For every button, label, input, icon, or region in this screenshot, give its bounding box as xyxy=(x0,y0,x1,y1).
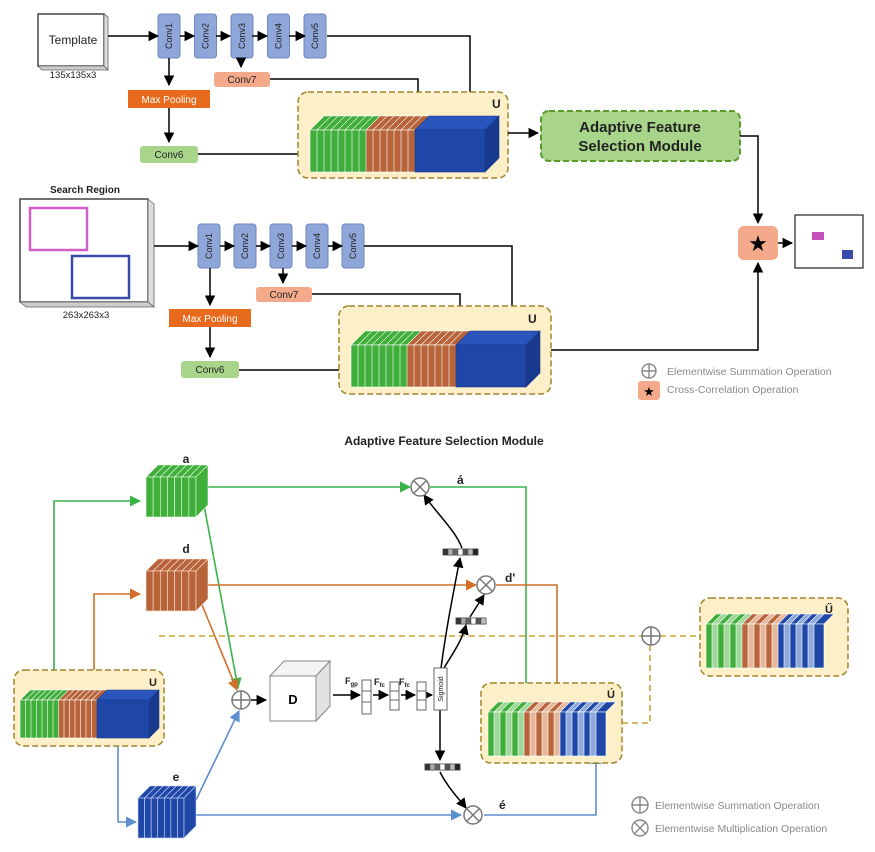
label-d: d xyxy=(182,542,189,556)
afs-u-prime-label: Ú xyxy=(607,688,615,701)
feature-a-cube xyxy=(145,464,209,518)
t-conv5-box: Conv5 xyxy=(303,13,327,59)
label-e: e xyxy=(173,770,180,784)
t-conv4-box: Conv4 xyxy=(267,13,290,59)
sigmoid-label: Sigmoid xyxy=(438,676,445,701)
ffc1-label: Ffc xyxy=(374,677,385,689)
afs-line1: Adaptive Feature xyxy=(579,119,701,136)
s-conv4-box: Conv4 xyxy=(305,223,329,269)
afs-u-dprime-stack xyxy=(705,613,835,669)
top-legend-sum: Elementwise Summation Operation xyxy=(667,366,832,378)
s-conv2-box: Conv2 xyxy=(233,223,257,269)
t-maxpool-box xyxy=(128,90,210,108)
t-conv1-box: Conv1 xyxy=(157,13,181,59)
ffc1-bar xyxy=(389,681,400,711)
afs-u-prime-stack xyxy=(487,701,617,757)
afs-u-dprime-label: Ű xyxy=(825,603,833,616)
t-u-label: U xyxy=(492,97,501,111)
afs-connections xyxy=(53,481,701,828)
search-title: Search Region xyxy=(50,185,120,196)
s-conv3-box: Conv3 xyxy=(269,223,293,269)
afs-title: Adaptive Feature Selection Module xyxy=(344,434,544,448)
search-size: 263x263x3 xyxy=(63,310,109,321)
s-conv5-box: Conv5 xyxy=(341,223,365,269)
s-conv2-label: Conv2 xyxy=(240,233,250,259)
s-conv1-label: Conv1 xyxy=(204,233,214,259)
afs-u-label: U xyxy=(149,677,157,689)
sum-node xyxy=(231,690,251,710)
bottom-legend-sum: Elementwise Summation Operation xyxy=(655,800,820,812)
s-conv1-box: Conv1 xyxy=(197,223,221,269)
s-u-feature-stack xyxy=(350,330,541,388)
s-conv5-label: Conv5 xyxy=(348,233,358,259)
mult-node-e xyxy=(463,805,483,825)
t-conv6-label: Conv6 xyxy=(155,150,184,161)
t-maxpool-label: Max Pooling xyxy=(141,95,196,106)
afs-module-box: Adaptive Feature Selection Module xyxy=(540,110,741,162)
s-conv6-box xyxy=(181,361,239,378)
feature-d-cube xyxy=(145,558,209,612)
t-conv7-box xyxy=(214,72,270,87)
d-label: D xyxy=(288,692,297,707)
bottom-legend-mult: Elementwise Multiplication Operation xyxy=(655,823,827,835)
bottom-legend: Elementwise Summation Operation Elementw… xyxy=(631,796,827,837)
s-maxpool-label: Max Pooling xyxy=(182,314,237,325)
svg-text:★: ★ xyxy=(643,384,655,399)
top-legend-xcorr: Cross-Correlation Operation xyxy=(667,384,798,396)
t-conv6-box xyxy=(140,146,198,163)
s-conv7-box xyxy=(256,287,312,302)
template-label: Template xyxy=(49,33,98,47)
s-conv3-label: Conv3 xyxy=(276,233,286,259)
t-conv2-label: Conv2 xyxy=(201,23,211,49)
ffc2-bar xyxy=(416,681,427,711)
label-d-prime: d' xyxy=(505,571,515,585)
svg-text:★: ★ xyxy=(748,231,768,256)
afs-line2: Selection Module xyxy=(578,138,701,155)
weight-vector-e xyxy=(424,763,461,771)
d-cube: D xyxy=(268,659,332,723)
t-conv5-label: Conv5 xyxy=(310,23,320,49)
label-e-prime: é xyxy=(499,798,506,812)
template-size: 135x135x3 xyxy=(50,70,96,81)
weight-vector-a xyxy=(442,548,479,556)
t-conv3-box: Conv3 xyxy=(230,13,254,59)
t-conv7-label: Conv7 xyxy=(228,75,257,86)
s-conv6-label: Conv6 xyxy=(196,365,225,376)
output-response-map xyxy=(794,214,864,269)
label-a-prime: á xyxy=(457,473,464,487)
label-a: a xyxy=(183,452,190,466)
sum-node-right xyxy=(641,626,661,646)
cross-correlation-node: ★ xyxy=(738,226,778,260)
sigmoid-block: Sigmoid xyxy=(433,667,448,711)
t-conv2-box: Conv2 xyxy=(194,13,217,59)
mult-node-d xyxy=(476,575,496,595)
ffc2-label: Ffc xyxy=(399,677,410,689)
fgp-bar xyxy=(361,679,372,715)
top-legend: Elementwise Summation Operation ★ Cross-… xyxy=(638,363,832,400)
feature-e-cube xyxy=(137,785,197,839)
t-u-feature-stack xyxy=(309,115,500,173)
t-conv1-label: Conv1 xyxy=(164,23,174,49)
afs-u-feature-stack xyxy=(19,689,160,739)
t-conv4-label: Conv4 xyxy=(274,23,284,49)
mult-node-a xyxy=(410,477,430,497)
template-image xyxy=(37,13,105,67)
t-conv3-label: Conv3 xyxy=(237,23,247,49)
fgp-label: Fgp xyxy=(345,676,358,688)
s-conv4-label: Conv4 xyxy=(312,233,322,259)
s-u-label: U xyxy=(528,312,537,326)
s-conv7-label: Conv7 xyxy=(270,290,299,301)
s-maxpool-box xyxy=(169,309,251,327)
weight-vector-d xyxy=(455,617,487,625)
